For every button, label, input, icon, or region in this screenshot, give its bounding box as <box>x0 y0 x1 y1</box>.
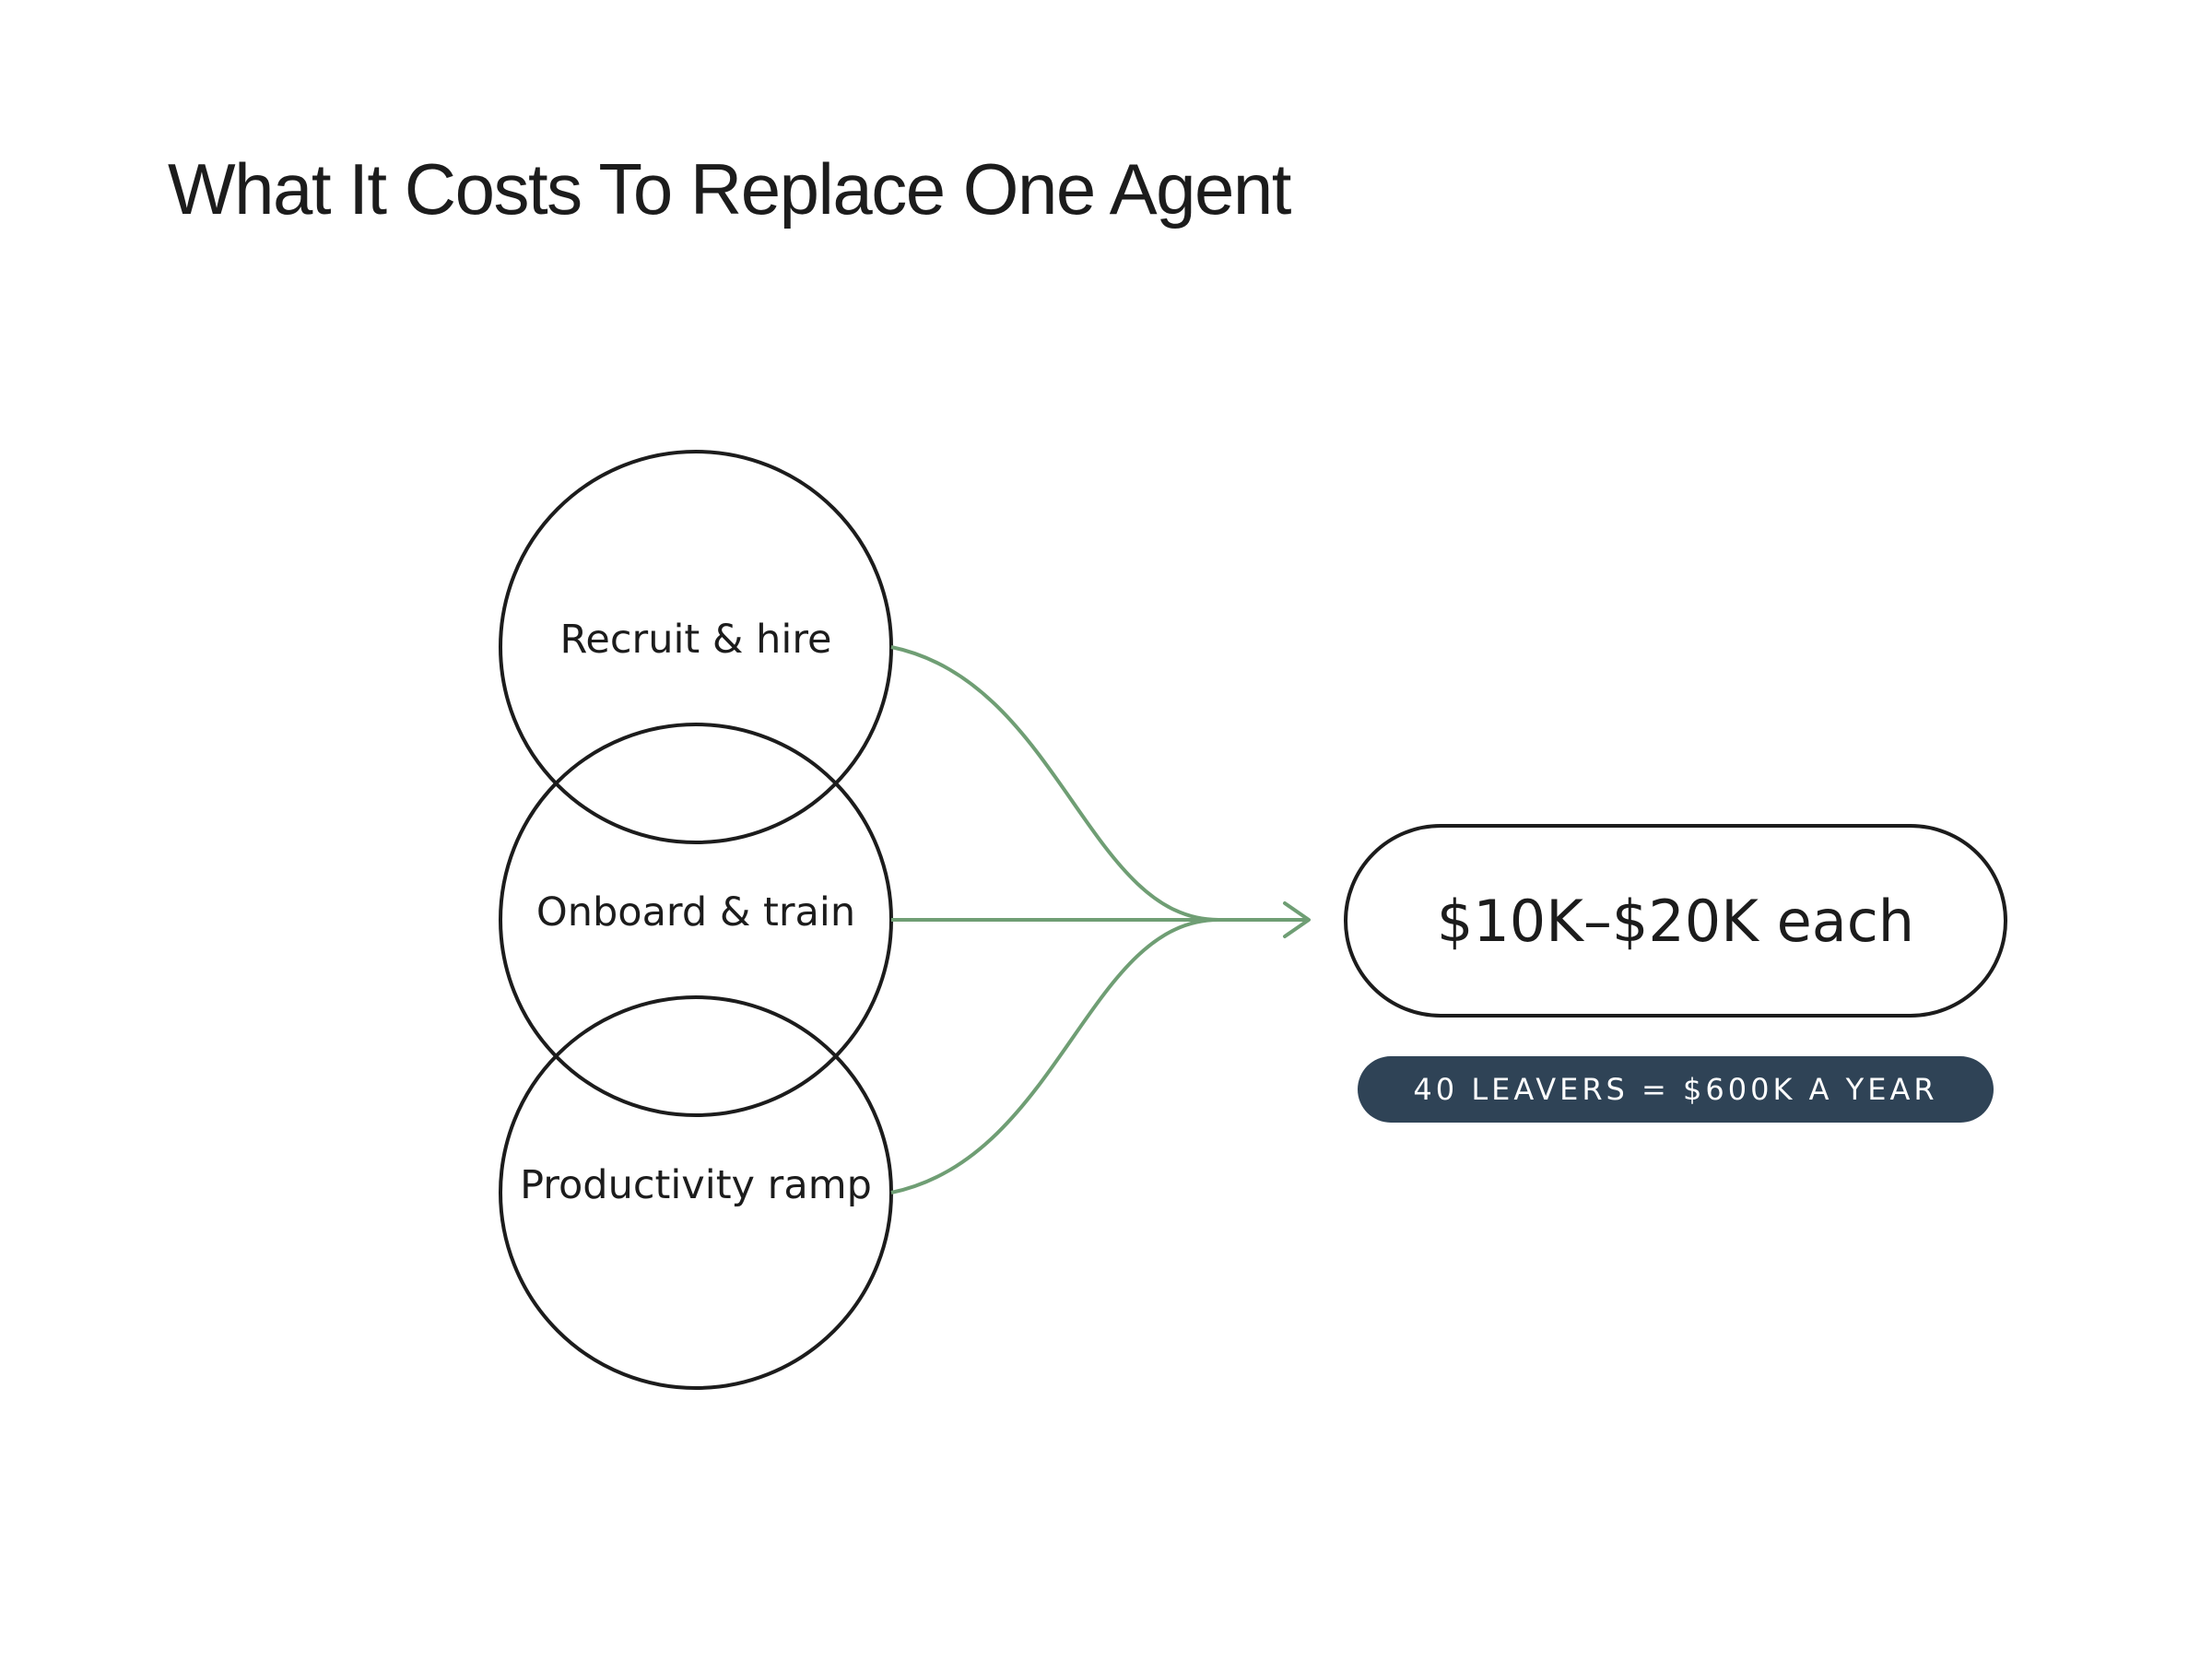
result-label: $10K–$20K each <box>1437 888 1914 955</box>
connector-recruit <box>890 645 1219 922</box>
result-pill <box>1344 824 2007 1018</box>
recruit-label: Recruit & hire <box>559 617 831 663</box>
onboard-label: Onboard & train <box>536 889 855 935</box>
summary-badge-label: 40 LEAVERS = $600K A YEAR <box>1413 1072 1937 1107</box>
arrow-head-icon <box>1283 901 1311 938</box>
connector-ramp <box>890 918 1219 1194</box>
summary-badge <box>1358 1056 1994 1123</box>
ramp-label: Productivity ramp <box>520 1162 872 1208</box>
slide-title: What It Costs To Replace One Agent <box>168 148 1291 229</box>
